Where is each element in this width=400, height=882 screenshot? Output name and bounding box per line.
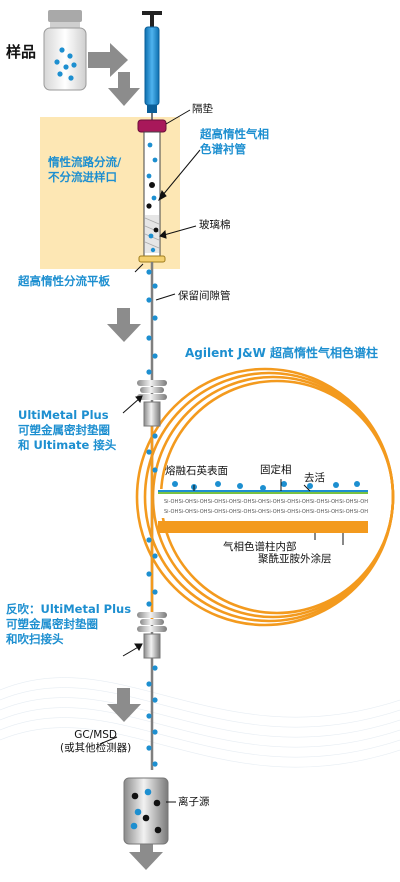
analyte-dot bbox=[146, 335, 152, 341]
si-oh-label: Si-OH bbox=[325, 499, 339, 505]
glass-wool-label: 玻璃棉 bbox=[199, 219, 231, 231]
si-oh-label: Si-OH bbox=[164, 509, 178, 515]
ion-source-label: 离子源 bbox=[178, 796, 210, 808]
si-oh-label: Si-OH bbox=[222, 499, 236, 505]
analyte-dot bbox=[152, 283, 158, 289]
detector-label-line-1: GC/MSD bbox=[74, 729, 118, 741]
si-oh-label: Si-OH bbox=[266, 499, 280, 505]
si-oh-groups: Si-OHSi-OHSi-OHSi-OHSi-OHSi-OHSi-OHSi-OH… bbox=[164, 499, 368, 515]
analyte-dot bbox=[152, 553, 158, 559]
backflush-label-line-2: 可塑金属密封垫圈 bbox=[6, 617, 98, 631]
si-oh-label: Si-OH bbox=[164, 499, 178, 505]
analyte-dot bbox=[152, 353, 158, 359]
background-waves bbox=[0, 677, 400, 768]
split-plate-label: 超高惰性分流平板 bbox=[18, 274, 110, 288]
ion-source bbox=[123, 777, 169, 845]
analyte-dot bbox=[146, 681, 152, 687]
septum-label: 隔垫 bbox=[192, 103, 213, 115]
si-oh-label: Si-OH bbox=[179, 499, 193, 505]
analyte-dots bbox=[172, 481, 360, 491]
analyte-dot bbox=[146, 537, 152, 543]
si-oh-label: Si-OH bbox=[222, 509, 236, 515]
backflush-label-line-3: 和吹扫接头 bbox=[6, 632, 64, 646]
analyte-dot bbox=[146, 297, 152, 303]
backflush-label-line-1: 反吹：UltiMetal Plus bbox=[6, 602, 132, 616]
analyte-dot bbox=[146, 713, 152, 719]
si-oh-label: Si-OH bbox=[281, 499, 295, 505]
analyte-dot bbox=[152, 729, 158, 735]
si-oh-label: Si-OH bbox=[179, 509, 193, 515]
analyte-dot bbox=[152, 315, 158, 321]
si-oh-label: Si-OH bbox=[295, 509, 309, 515]
deactivation-label: 去活 bbox=[304, 472, 325, 484]
analyte-dot bbox=[146, 449, 152, 455]
analyte-dot bbox=[152, 665, 158, 671]
si-oh-label: Si-OH bbox=[237, 499, 251, 505]
sample-label: 样品 bbox=[6, 43, 37, 61]
leader-lines bbox=[99, 109, 344, 803]
detector-label-line-2: (或其他检测器) bbox=[60, 742, 132, 754]
flow-arrows bbox=[88, 43, 163, 870]
si-oh-label: Si-OH bbox=[339, 509, 353, 515]
sample-vial bbox=[43, 10, 87, 91]
liner-label-line-1: 超高惰性气相 bbox=[200, 127, 269, 141]
split-plate bbox=[138, 255, 166, 263]
ultimetal-label-line-2: 可塑金属密封垫圈 bbox=[18, 423, 110, 437]
si-oh-label: Si-OH bbox=[252, 499, 266, 505]
analyte-dot bbox=[146, 745, 152, 751]
fused-silica-label: 熔融石英表面 bbox=[165, 465, 228, 477]
analyte-dot bbox=[146, 369, 152, 375]
column-interior-detail bbox=[158, 489, 368, 533]
ultimetal-fitting bbox=[137, 380, 167, 427]
column-title: Agilent J&W 超高惰性气相色谱柱 bbox=[185, 346, 379, 360]
analyte-dot bbox=[152, 467, 158, 473]
column-dots bbox=[146, 269, 158, 767]
analyte-dot bbox=[146, 269, 152, 275]
ultimetal-label-line-3: 和 Ultimate 接头 bbox=[18, 438, 117, 452]
si-oh-label: Si-OH bbox=[208, 509, 222, 515]
septum bbox=[137, 119, 167, 133]
stationary-phase-label: 固定相 bbox=[260, 464, 292, 476]
si-oh-label: Si-OH bbox=[193, 499, 207, 505]
si-oh-label: Si-OH bbox=[354, 499, 368, 505]
si-oh-label: Si-OH bbox=[310, 509, 324, 515]
si-oh-label: Si-OH bbox=[252, 509, 266, 515]
ultimetal-label: UltiMetal Plus 可塑金属密封垫圈 和 Ultimate 接头 bbox=[18, 408, 116, 453]
si-oh-label: Si-OH bbox=[354, 509, 368, 515]
column-interior-label: 气相色谱柱内部 bbox=[223, 541, 297, 553]
si-oh-label: Si-OH bbox=[310, 499, 324, 505]
polyimide-label: 聚酰亚胺外涂层 bbox=[258, 553, 332, 565]
si-oh-label: Si-OH bbox=[295, 499, 309, 505]
liner-label: 超高惰性气相 色谱衬管 bbox=[200, 127, 269, 157]
si-oh-label: Si-OH bbox=[325, 509, 339, 515]
inlet-label-line-1: 惰性流路分流/ bbox=[48, 155, 122, 169]
si-oh-label: Si-OH bbox=[339, 499, 353, 505]
ultimetal-label-line-1: UltiMetal Plus bbox=[18, 408, 109, 422]
retention-gap-label: 保留间隙管 bbox=[178, 290, 231, 302]
analyte-dot bbox=[146, 571, 152, 577]
si-oh-label: Si-OH bbox=[193, 509, 207, 515]
liner-label-line-2: 色谱衬管 bbox=[200, 142, 246, 156]
analyte-dot bbox=[152, 433, 158, 439]
si-oh-label: Si-OH bbox=[208, 499, 222, 505]
inlet-label: 惰性流路分流/ 不分流进样口 bbox=[48, 155, 121, 185]
analyte-dot bbox=[152, 761, 158, 767]
analyte-dot bbox=[152, 697, 158, 703]
si-oh-label: Si-OH bbox=[281, 509, 295, 515]
analyte-dot bbox=[146, 601, 152, 607]
si-oh-label: Si-OH bbox=[237, 509, 251, 515]
si-oh-label: Si-OH bbox=[266, 509, 280, 515]
detector-label: GC/MSD (或其他检测器) bbox=[60, 729, 131, 755]
backflush-fitting bbox=[137, 612, 167, 659]
liner bbox=[143, 131, 161, 257]
backflush-label: 反吹：UltiMetal Plus 可塑金属密封垫圈 和吹扫接头 bbox=[6, 602, 131, 647]
analyte-dot bbox=[152, 589, 158, 595]
inlet-label-line-2: 不分流进样口 bbox=[48, 170, 117, 184]
